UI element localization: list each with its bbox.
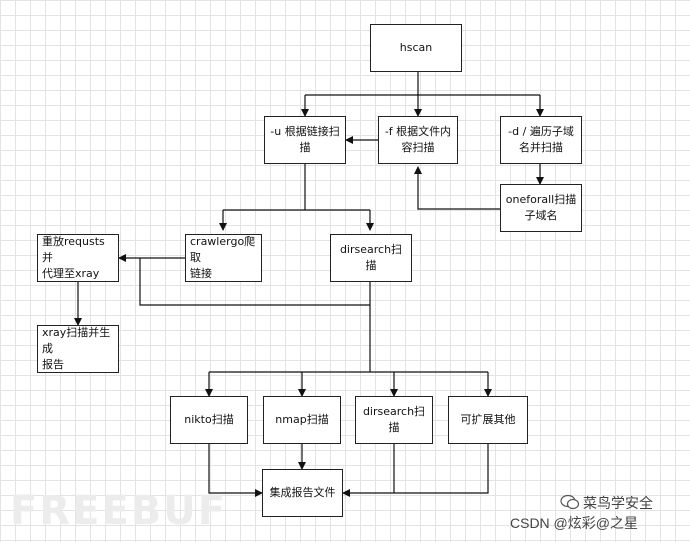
node-report: 集成报告文件 <box>262 469 343 517</box>
node-xray-report: xray扫描并生成 报告 <box>37 325 119 373</box>
edge-extensible-to-report <box>342 444 489 497</box>
node-f-scan: -f 根据文件内 容扫描 <box>378 116 458 164</box>
node-nikto: nikto扫描 <box>170 396 248 444</box>
account-watermark: 菜鸟学安全 <box>583 495 653 511</box>
node-crawlergo: crawlergo爬取 链接 <box>185 234 262 282</box>
node-u-scan: -u 根据链接扫 描 <box>264 116 346 164</box>
node-oneforall: oneforall扫描 子域名 <box>500 184 582 232</box>
node-dirsearch-top: dirsearch扫描 <box>330 234 412 282</box>
wechat-icon <box>560 494 580 510</box>
node-replay: 重放requsts并 代理至xray <box>37 234 119 282</box>
edge-nikto-to-report <box>208 444 263 497</box>
edge-oneforall-to-f <box>414 166 500 210</box>
node-hscan: hscan <box>370 24 462 72</box>
node-nmap: nmap扫描 <box>263 396 341 444</box>
edge-loop <box>139 258 370 306</box>
freebuf-watermark: FREEBUF <box>10 488 228 534</box>
node-dirsearch-bottom: dirsearch扫描 <box>355 396 433 444</box>
node-d-scan: -d / 遍历子域 名并扫描 <box>500 116 582 164</box>
csdn-watermark: CSDN @炫彩@之星 <box>510 515 638 531</box>
node-extensible: 可扩展其他 <box>448 396 528 444</box>
